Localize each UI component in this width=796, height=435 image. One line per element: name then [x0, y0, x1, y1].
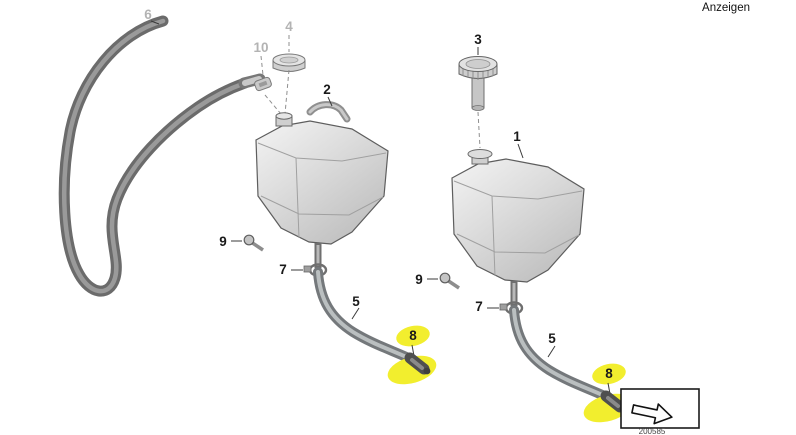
- callout-5-right[interactable]: 5: [548, 331, 556, 346]
- anzeigen-link[interactable]: Anzeigen: [702, 2, 750, 14]
- callout-4[interactable]: 4: [285, 19, 293, 34]
- callout-2[interactable]: 2: [323, 82, 331, 97]
- callout-5-left[interactable]: 5: [352, 294, 360, 309]
- leader-tank1: [517, 143, 524, 159]
- callout-6[interactable]: 6: [144, 7, 152, 22]
- small-cap: [272, 53, 306, 72]
- assembly-axis-clamp10: [260, 55, 264, 76]
- leader-tank2: [327, 96, 333, 107]
- leader-hose6: [150, 20, 160, 25]
- callout-10[interactable]: 10: [253, 40, 268, 55]
- diagram-number: 200585: [639, 427, 666, 435]
- callout-9-left[interactable]: 9: [219, 234, 227, 249]
- callout-8-left[interactable]: 8: [409, 328, 417, 343]
- thumbnail-box[interactable]: [620, 388, 700, 429]
- callout-8-right[interactable]: 8: [605, 366, 613, 381]
- right-assembly-art: [427, 151, 636, 428]
- callout-7-right[interactable]: 7: [475, 299, 483, 314]
- callout-7-left[interactable]: 7: [279, 262, 287, 277]
- callout-9-right[interactable]: 9: [415, 272, 423, 287]
- assembly-axis-cap3: [477, 111, 481, 149]
- direction-arrow-icon: [631, 403, 673, 425]
- large-cap: [458, 56, 498, 111]
- callout-3[interactable]: 3: [474, 32, 482, 47]
- callout-1[interactable]: 1: [513, 129, 521, 144]
- vent-clamp: [254, 76, 272, 92]
- threaded-neck-ring: [467, 149, 493, 159]
- left-assembly-art: [231, 113, 440, 390]
- overflow-hose: [58, 15, 251, 297]
